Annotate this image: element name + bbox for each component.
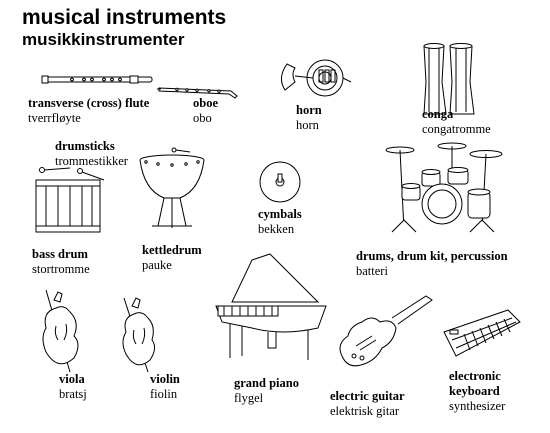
- label-no: flygel: [234, 391, 264, 405]
- label-en: electronic keyboard: [449, 369, 501, 398]
- label-no: batteri: [356, 264, 388, 278]
- label-en: bass drum: [32, 247, 88, 261]
- label-flute: transverse (cross) flute tverrfløyte: [28, 96, 149, 126]
- label-en: oboe: [193, 96, 218, 110]
- flute-icon: [42, 73, 154, 87]
- label-no: elektrisk gitar: [330, 404, 400, 418]
- label-drum-kit: drums, drum kit, percussion batteri: [356, 249, 508, 279]
- label-no: bekken: [258, 222, 295, 236]
- label-en: viola: [59, 372, 85, 386]
- viola-icon: [36, 288, 82, 374]
- label-no: obo: [193, 111, 212, 125]
- electric-guitar-icon: [332, 292, 434, 372]
- label-bass-drum: bass drum stortromme: [32, 247, 90, 277]
- label-en: conga: [422, 107, 454, 121]
- label-no: fiolin: [150, 387, 178, 401]
- oboe-icon: [157, 82, 239, 100]
- electronic-keyboard-icon: [438, 308, 522, 360]
- conga-icon: [420, 42, 478, 117]
- label-kettledrum: kettledrum pauke: [142, 243, 202, 273]
- label-viola: viola bratsj: [59, 372, 87, 402]
- label-no: congatromme: [422, 122, 491, 136]
- label-no: tverrfløyte: [28, 111, 81, 125]
- label-no: horn: [296, 118, 319, 132]
- label-no: pauke: [142, 258, 172, 272]
- label-no: bratsj: [59, 387, 87, 401]
- page-subtitle: musikkinstrumenter: [22, 30, 185, 49]
- label-oboe: oboe obo: [193, 96, 218, 126]
- grand-piano-icon: [212, 252, 330, 360]
- page-title: musical instruments: [22, 6, 227, 29]
- label-en: transverse (cross) flute: [28, 96, 150, 110]
- label-no: stortromme: [32, 262, 90, 276]
- bass-drum-icon: [30, 166, 108, 240]
- label-electronic-keyboard: electronic keyboard synthesizer: [449, 369, 529, 414]
- label-en: electric guitar: [330, 389, 405, 403]
- label-no: trommestikker: [55, 154, 128, 168]
- label-en: grand piano: [234, 376, 299, 390]
- label-violin: violin fiolin: [150, 372, 180, 402]
- label-en: horn: [296, 103, 322, 117]
- label-en: cymbals: [258, 207, 302, 221]
- label-no: synthesizer: [449, 399, 506, 413]
- violin-icon: [116, 296, 160, 374]
- label-en: kettledrum: [142, 243, 202, 257]
- label-grand-piano: grand piano flygel: [234, 376, 299, 406]
- label-en: drumsticks: [55, 139, 115, 153]
- label-drumsticks: drumsticks trommestikker: [55, 139, 128, 169]
- cymbals-icon: [255, 160, 305, 204]
- label-horn: horn horn: [296, 103, 322, 133]
- label-conga: conga congatromme: [422, 107, 491, 137]
- kettledrum-icon: [136, 148, 208, 228]
- drum-kit-icon: [382, 140, 506, 236]
- horn-icon: [273, 56, 353, 101]
- label-en: drums, drum kit, percussion: [356, 249, 508, 263]
- label-cymbals: cymbals bekken: [258, 207, 302, 237]
- label-electric-guitar: electric guitar elektrisk gitar: [330, 389, 405, 419]
- label-en: violin: [150, 372, 180, 386]
